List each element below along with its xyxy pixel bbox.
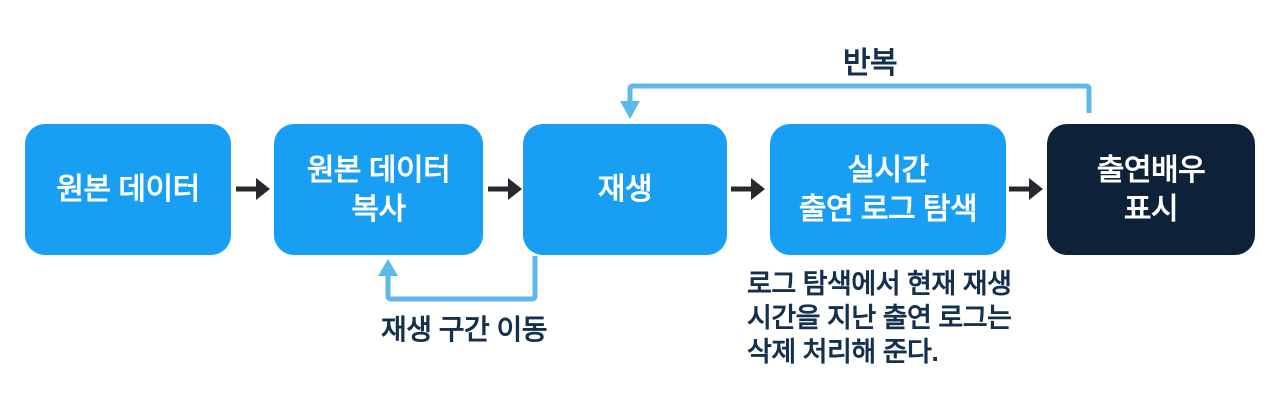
flow-arrow-icon <box>488 178 522 200</box>
node-label: 원본 데이터 <box>306 153 451 187</box>
node-label: 출연 로그 탐색 <box>798 192 978 226</box>
node-source-data: 원본 데이터 <box>25 124 231 255</box>
loop-repeat-label: 반복 <box>842 47 898 80</box>
node-realtime-log-search: 실시간 출연 로그 탐색 <box>770 124 1006 255</box>
note-line: 로그 탐색에서 현재 재생 <box>747 269 1012 299</box>
loop-repeat-arrow <box>620 83 1092 119</box>
note-line: 시간을 지난 출연 로그는 <box>747 303 1012 333</box>
flow-arrow-icon <box>731 178 765 200</box>
loop-seek-arrow <box>378 256 538 302</box>
node-label: 출연배우 <box>1096 153 1206 187</box>
note-line: 삭제 처리해 준다. <box>747 337 939 367</box>
node-label: 실시간 <box>847 153 929 187</box>
node-source-data-copy: 원본 데이터 복사 <box>274 124 483 255</box>
node-label: 재생 <box>597 173 653 206</box>
flow-arrow-icon <box>1009 178 1043 200</box>
loop-seek-label: 재생 구간 이동 <box>380 314 548 345</box>
flow-arrow-icon <box>236 178 270 200</box>
node-playback: 재생 <box>523 124 727 255</box>
node-label: 표시 <box>1123 192 1179 226</box>
note-text: 로그 탐색에서 현재 재생 시간을 지난 출연 로그는 삭제 처리해 준다. <box>747 267 1012 369</box>
node-cast-display: 출연배우 표시 <box>1047 124 1255 255</box>
node-label: 복사 <box>351 192 406 226</box>
node-label: 원본 데이터 <box>56 173 200 206</box>
